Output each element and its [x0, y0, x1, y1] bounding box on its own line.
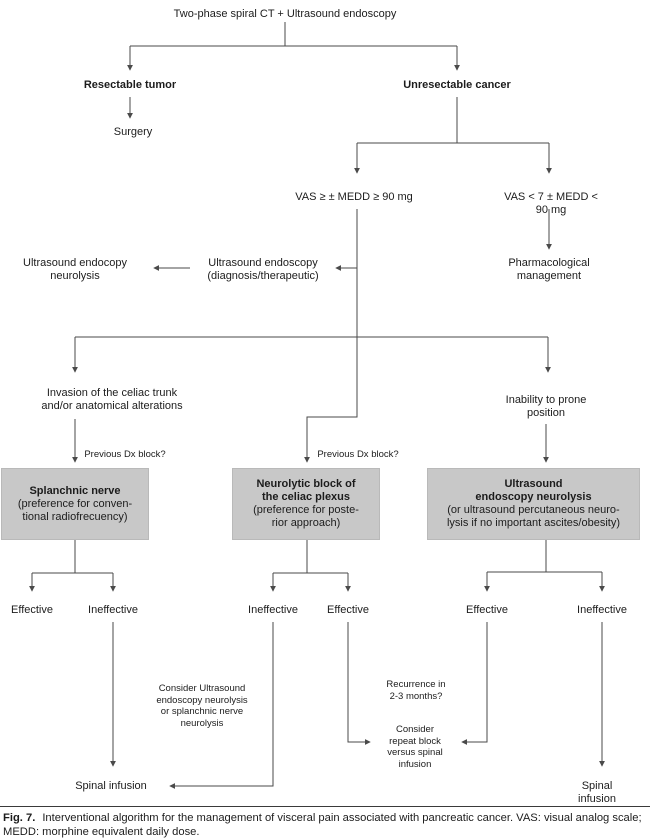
box-ultrasound-detail: (or ultrasound percutaneous neuro- lysis… — [446, 504, 620, 529]
note-recurrence: Recurrence in 2-3 months? — [386, 679, 446, 702]
note-consider-repeat: Consider repeat block versus spinal infu… — [387, 724, 443, 770]
node-vas-low: VAS < 7 ± MEDD < 90 mg — [504, 191, 598, 216]
node-resectable-tumor: Resectable tumor — [83, 79, 177, 91]
node-two-phase-ct: Two-phase spiral CT + Ultrasound endosco… — [173, 8, 397, 20]
node-vas-high: VAS ≥ ± MEDD ≥ 90 mg — [295, 191, 413, 203]
outcome-right-effective: Effective — [466, 604, 508, 616]
node-spinal-infusion-right: Spinal infusion — [578, 780, 616, 805]
figure-caption: Fig. 7.Interventional algorithm for the … — [0, 806, 650, 839]
node-spinal-infusion-left: Spinal infusion — [75, 780, 147, 792]
node-invasion-celiac: Invasion of the celiac trunk and/or anat… — [41, 387, 183, 412]
outcome-center-ineffective: Ineffective — [248, 604, 298, 616]
label-previous-dx-left: Previous Dx block? — [84, 449, 166, 460]
box-neurolytic-title: Neurolytic block of the celiac plexus — [256, 478, 356, 503]
node-inability-prone: Inability to prone position — [505, 394, 587, 419]
node-unresectable-cancer: Unresectable cancer — [403, 79, 511, 91]
outcome-left-effective: Effective — [11, 604, 53, 616]
box-splanchnic-nerve: Splanchnic nerve (preference for conven-… — [1, 468, 149, 540]
box-neurolytic-detail: (preference for poste- rior approach) — [253, 504, 359, 529]
caption-text: Interventional algorithm for the managem… — [3, 812, 642, 838]
box-neurolytic-block: Neurolytic block of the celiac plexus (p… — [232, 468, 380, 540]
node-ue-diagnostic: Ultrasound endoscopy (diagnosis/therapeu… — [207, 257, 319, 282]
outcome-center-effective: Effective — [327, 604, 369, 616]
box-ultrasound-title: Ultrasound endoscopy neurolysis — [475, 478, 592, 503]
label-previous-dx-center: Previous Dx block? — [317, 449, 399, 460]
note-consider-ue: Consider Ultrasound endoscopy neurolysis… — [156, 683, 248, 729]
outcome-right-ineffective: Ineffective — [577, 604, 627, 616]
box-ultrasound-neurolysis: Ultrasound endoscopy neurolysis (or ultr… — [427, 468, 640, 540]
connector-lines — [29, 22, 605, 789]
box-splanchnic-detail: (preference for conven- tional radiofrec… — [17, 497, 133, 523]
box-splanchnic-title: Splanchnic nerve — [29, 484, 121, 497]
node-surgery: Surgery — [113, 126, 153, 138]
outcome-left-ineffective: Ineffective — [88, 604, 138, 616]
node-ue-neurolysis: Ultrasound endocopy neurolysis — [23, 257, 127, 282]
caption-label: Fig. 7. — [3, 812, 36, 824]
node-pharmacological: Pharmacological management — [508, 257, 590, 282]
